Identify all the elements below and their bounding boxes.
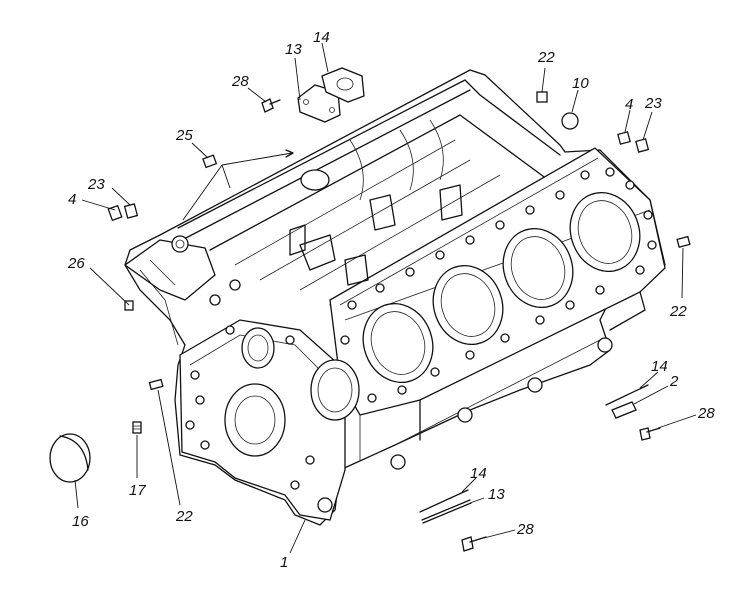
label-1: 1 xyxy=(280,554,288,571)
cylinder-bores xyxy=(224,192,641,457)
deck-holes xyxy=(340,167,657,403)
valley-details xyxy=(289,119,463,286)
sleeve-4-left xyxy=(107,204,123,222)
label-22-top: 22 xyxy=(537,49,555,66)
label-4-left: 4 xyxy=(68,191,76,208)
pin-23-left xyxy=(123,203,139,219)
screw-28-right xyxy=(639,427,661,441)
install-arrows xyxy=(182,149,294,221)
label-26: 26 xyxy=(67,255,85,272)
label-13-top: 13 xyxy=(285,41,302,58)
label-22-right: 22 xyxy=(669,303,687,320)
label-28-right: 28 xyxy=(697,405,715,422)
plug-26 xyxy=(124,300,134,311)
label-23-left: 23 xyxy=(87,176,105,193)
leader-lines xyxy=(74,42,697,554)
label-2: 2 xyxy=(669,373,679,390)
end-plate-holes xyxy=(185,279,315,490)
label-16: 16 xyxy=(72,513,89,530)
label-13-lower: 13 xyxy=(488,486,505,503)
plug-25 xyxy=(202,154,218,169)
plate-2 xyxy=(611,401,637,419)
label-22-left: 22 xyxy=(175,508,193,525)
cover-disc-16 xyxy=(49,433,91,483)
label-28-lower: 28 xyxy=(516,521,534,538)
label-4-right: 4 xyxy=(625,96,633,113)
label-17: 17 xyxy=(129,482,146,499)
label-10: 10 xyxy=(572,75,589,92)
pin-22-left xyxy=(148,378,164,391)
side-bosses xyxy=(171,235,613,513)
strip-14-right xyxy=(605,384,649,406)
label-14-lower: 14 xyxy=(470,465,487,482)
sleeve-4-right xyxy=(617,131,631,145)
gasket-14-top xyxy=(321,67,365,103)
plug-10 xyxy=(561,112,579,130)
strip-14-lower xyxy=(419,489,469,513)
pin-22-top xyxy=(536,91,548,103)
strip-13-lower xyxy=(421,499,472,524)
label-23-right: 23 xyxy=(644,95,662,112)
part-labels: 16 17 22 26 4 23 25 28 13 14 22 10 4 23 … xyxy=(67,29,715,571)
label-14-right: 14 xyxy=(651,358,668,375)
screw-28-top xyxy=(261,98,281,113)
pin-23-right xyxy=(635,138,650,153)
label-25: 25 xyxy=(175,127,193,144)
label-28-top: 28 xyxy=(231,73,249,90)
pin-22-right xyxy=(676,235,691,248)
plug-17 xyxy=(132,421,142,434)
label-14-top: 14 xyxy=(313,29,330,46)
screw-28-lower xyxy=(461,536,487,552)
